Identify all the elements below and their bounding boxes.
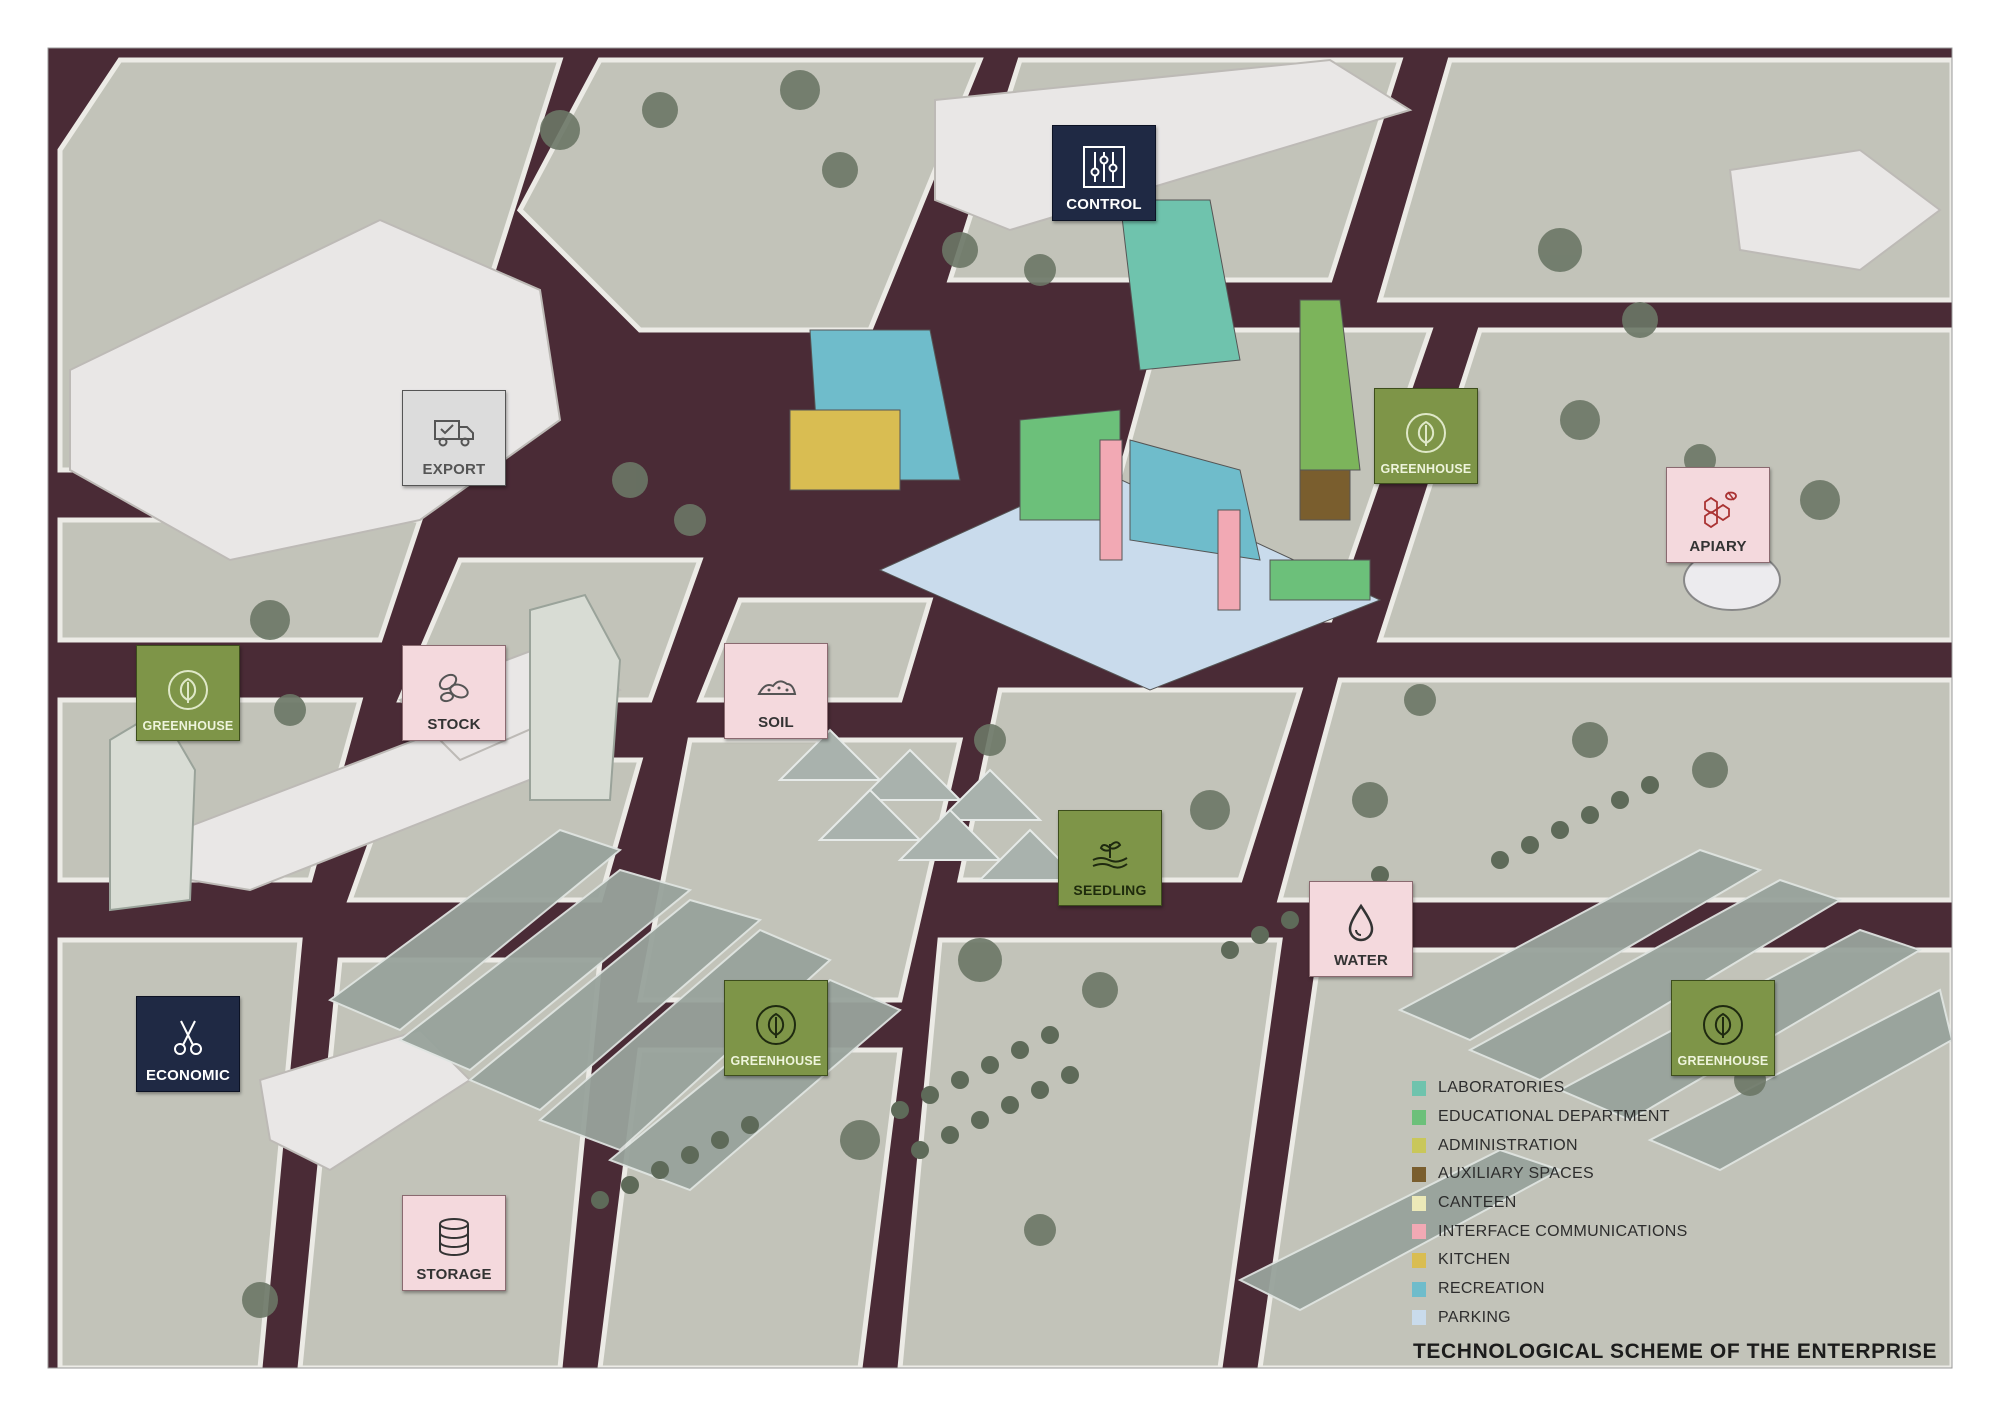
callout-label: GREENHOUSE (730, 1054, 822, 1068)
legend-label: INTERFACE COMMUNICATIONS (1438, 1222, 1688, 1240)
callout-storage[interactable]: STORAGE (402, 1195, 506, 1291)
legend-item: LABORATORIES (1412, 1074, 1832, 1103)
callout-label: SEEDLING (1073, 882, 1147, 898)
callout-export[interactable]: EXPORT (402, 390, 506, 486)
legend-label: AUXILIARY SPACES (1438, 1165, 1594, 1183)
legend-label: LABORATORIES (1438, 1079, 1565, 1097)
callout-label: EXPORT (422, 461, 486, 478)
callout-stock[interactable]: STOCK (402, 645, 506, 741)
honeycomb-bee-icon (1704, 491, 1737, 529)
callout-label: STOCK (427, 716, 481, 733)
callout-label: GREENHOUSE (1380, 462, 1472, 476)
callout-label: SOIL (758, 714, 794, 731)
callout-label: GREENHOUSE (142, 719, 234, 733)
leaf-icon (1703, 1005, 1743, 1045)
greenhouse-rows-right (1237, 848, 1952, 1312)
callout-greenhouse-center[interactable]: GREENHOUSE (724, 980, 828, 1076)
hands-sprout-icon (1092, 841, 1128, 869)
soil-icon (757, 680, 797, 695)
leaf-icon (756, 1005, 796, 1045)
legend-item: PARKING (1412, 1304, 1832, 1333)
legend-item: CANTEEN (1412, 1189, 1832, 1218)
legend-item: INTERFACE COMMUNICATIONS (1412, 1217, 1832, 1246)
scissors-icon (174, 1020, 202, 1055)
callout-label: STORAGE (416, 1266, 492, 1283)
callout-label: GREENHOUSE (1677, 1054, 1769, 1068)
legend-label: RECREATION (1438, 1280, 1545, 1298)
glass-towers (109, 593, 622, 912)
legend: LABORATORIES EDUCATIONAL DEPARTMENT ADMINI… (1412, 1074, 1832, 1332)
legend-item: EDUCATIONAL DEPARTMENT (1412, 1103, 1832, 1132)
callout-water[interactable]: WATER (1309, 881, 1413, 977)
central-complex (789, 199, 1382, 691)
legend-item: ADMINISTRATION (1412, 1131, 1832, 1160)
legend-swatch (1412, 1109, 1426, 1125)
sliders-icon (1083, 146, 1125, 188)
plan-caption: TECHNOLOGICAL SCHEME OF THE ENTERPRISE (1413, 1340, 1938, 1363)
legend-swatch (1412, 1195, 1426, 1211)
legend-item: AUXILIARY SPACES (1412, 1160, 1832, 1189)
callout-economic[interactable]: ECONOMIC (136, 996, 240, 1092)
leaf-icon (1406, 413, 1446, 453)
database-icon (439, 1218, 469, 1256)
legend-label: KITCHEN (1438, 1251, 1511, 1269)
delivery-truck-icon (434, 420, 474, 447)
legend-label: EDUCATIONAL DEPARTMENT (1438, 1108, 1670, 1126)
callout-greenhouse-left[interactable]: GREENHOUSE (136, 645, 240, 741)
callout-greenhouse-right[interactable]: GREENHOUSE (1671, 980, 1775, 1076)
legend-swatch (1412, 1166, 1426, 1182)
callout-label: CONTROL (1066, 196, 1142, 213)
legend-item: RECREATION (1412, 1275, 1832, 1304)
callout-seedling[interactable]: SEEDLING (1058, 810, 1162, 906)
seeds-icon (438, 673, 469, 703)
legend-item: KITCHEN (1412, 1246, 1832, 1275)
legend-label: ADMINISTRATION (1438, 1136, 1578, 1154)
water-drop-icon (1348, 903, 1374, 942)
pyramid-greenhouses (777, 728, 1083, 881)
legend-swatch (1412, 1281, 1426, 1297)
legend-swatch (1412, 1138, 1426, 1154)
callout-label: ECONOMIC (145, 1067, 231, 1084)
legend-swatch (1412, 1310, 1426, 1326)
callout-label: WATER (1333, 952, 1389, 969)
legend-label: PARKING (1438, 1308, 1511, 1326)
callout-apiary[interactable]: APIARY (1666, 467, 1770, 563)
callout-label: APIARY (1689, 538, 1747, 555)
callout-greenhouse-tower[interactable]: GREENHOUSE (1374, 388, 1478, 484)
legend-swatch (1412, 1080, 1426, 1096)
legend-label: CANTEEN (1438, 1194, 1517, 1212)
callout-control[interactable]: CONTROL (1052, 125, 1156, 221)
legend-swatch (1412, 1252, 1426, 1268)
leaf-icon (168, 670, 208, 710)
callout-soil[interactable]: SOIL (724, 643, 828, 739)
legend-swatch (1412, 1224, 1426, 1240)
